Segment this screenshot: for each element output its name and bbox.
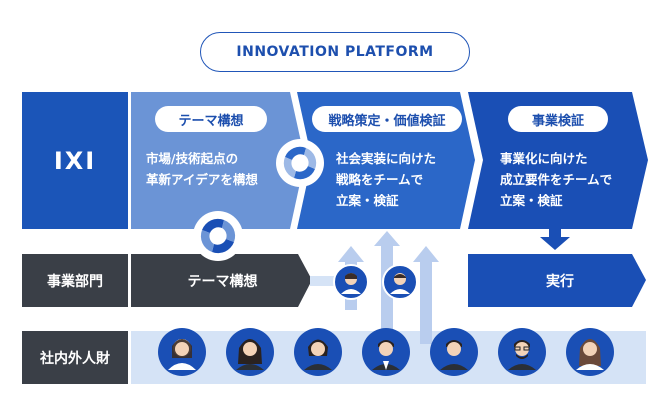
person-icon-4 — [362, 328, 410, 376]
person-icon-3 — [294, 328, 342, 376]
stage-2-label: 戦略策定・価値検証 — [328, 113, 446, 129]
stage-2-line-3: 立案・検証 — [336, 193, 399, 208]
stage-3-line-1: 事業化に向けた — [500, 151, 588, 166]
business-theme-label: テーマ構想 — [187, 273, 258, 290]
row-label-ixi: IXI — [22, 92, 128, 229]
stage-2-line-1: 社会実装に向けた — [336, 151, 437, 166]
business-label: 事業部門 — [47, 273, 103, 290]
stage-2-pill: 戦略策定・価値検証 — [312, 106, 462, 132]
stage-3-description: 事業化に向けた 成立要件をチームで 立案・検証 — [500, 148, 640, 211]
business-right-text: 実行 — [520, 254, 600, 307]
business-execution-label: 実行 — [546, 273, 574, 290]
platform-title: INNOVATION PLATFORM — [236, 44, 434, 60]
person-icon-5 — [430, 328, 478, 376]
ixi-label: IXI — [53, 146, 97, 175]
stage-2-description: 社会実装に向けた 戦略をチームで 立案・検証 — [336, 148, 466, 211]
stage-1-pill: テーマ構想 — [155, 106, 267, 132]
cycle-icon-bottom — [193, 211, 243, 261]
business-left-text: テーマ構想 — [175, 254, 270, 307]
row-label-business: 事業部門 — [22, 254, 128, 307]
person-icon-1 — [158, 328, 206, 376]
business-left-arrow — [131, 254, 312, 307]
platform-title-pill: INNOVATION PLATFORM — [200, 32, 470, 72]
stage-3-label: 事業検証 — [531, 113, 584, 129]
stage-1-description: 市場/技術起点の 革新アイデアを構想 — [146, 148, 296, 190]
person-icon-2 — [226, 328, 274, 376]
business-right-arrow — [468, 254, 646, 307]
stage-3-line-3: 立案・検証 — [500, 193, 563, 208]
person-icon-6 — [498, 328, 546, 376]
cycle-icon-top — [276, 139, 324, 187]
talent-label: 社内外人財 — [40, 350, 110, 367]
down-arrow-shaft — [549, 229, 561, 239]
person-icon-7 — [566, 328, 614, 376]
stage-3-line-2: 成立要件をチームで — [500, 172, 613, 187]
stage-1-line-1: 市場/技術起点の — [146, 151, 239, 166]
stage-3-pill: 事業検証 — [508, 106, 608, 132]
stage-2-line-2: 戦略をチームで — [336, 172, 424, 187]
row-label-talent: 社内外人財 — [22, 331, 128, 384]
person-icon-small-2 — [382, 264, 418, 300]
down-arrow-head — [540, 237, 570, 250]
person-icons-row — [158, 328, 614, 376]
up-arrows — [310, 231, 439, 344]
stage-1-label: テーマ構想 — [178, 113, 244, 129]
person-icon-small-1 — [333, 264, 369, 300]
stage-1-line-2: 革新アイデアを構想 — [146, 172, 258, 187]
